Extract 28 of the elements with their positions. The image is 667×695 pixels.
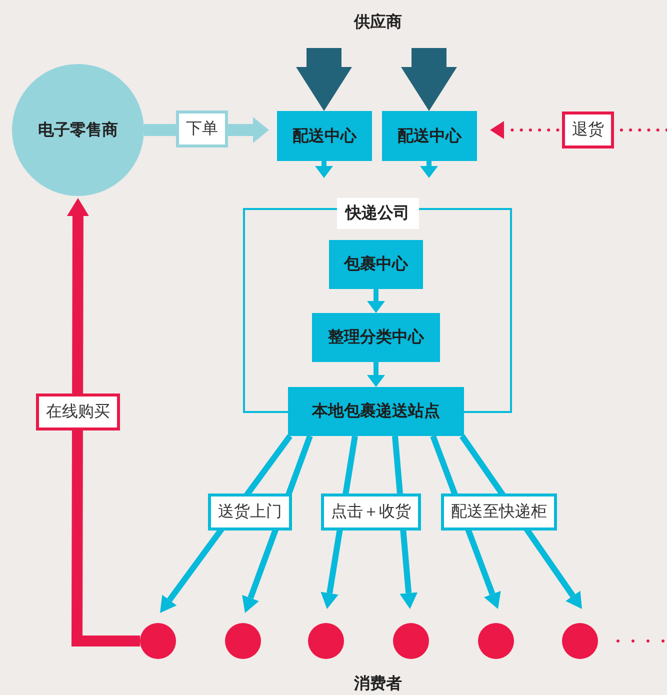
edge-label: 退货	[562, 112, 614, 148]
consumer-dot	[478, 623, 514, 659]
consumer-dot	[562, 623, 598, 659]
edge-label: 配送至快递柜	[441, 494, 557, 530]
edge-label: 下单	[176, 110, 228, 148]
consumer-dot	[308, 623, 344, 659]
source-label: 供应商	[346, 9, 410, 35]
process-box: 整理分类中心	[312, 313, 440, 362]
consumer-dot	[393, 623, 429, 659]
process-box: 配送中心	[382, 111, 477, 161]
block-arrow	[296, 48, 352, 111]
consumer-dot	[225, 623, 261, 659]
consumer-dot	[140, 623, 176, 659]
group-caption: 消费者	[354, 674, 402, 694]
process-box: 包裹中心	[329, 240, 423, 289]
arrow	[315, 161, 333, 178]
arrow	[367, 362, 385, 387]
group-heading: 快递公司	[336, 198, 418, 229]
block-arrow	[401, 48, 457, 111]
process-box: 本地包裹递送站点	[288, 387, 464, 436]
thick-arrow	[66, 198, 140, 646]
arrow	[367, 289, 385, 313]
edge-label: 在线购买	[36, 394, 120, 430]
retailer-circle: 电子零售商	[12, 64, 144, 196]
process-box: 配送中心	[277, 111, 372, 161]
arrow	[420, 161, 438, 178]
edge-label: 点击＋收货	[321, 494, 421, 530]
edge-label: 送货上门	[208, 494, 292, 530]
